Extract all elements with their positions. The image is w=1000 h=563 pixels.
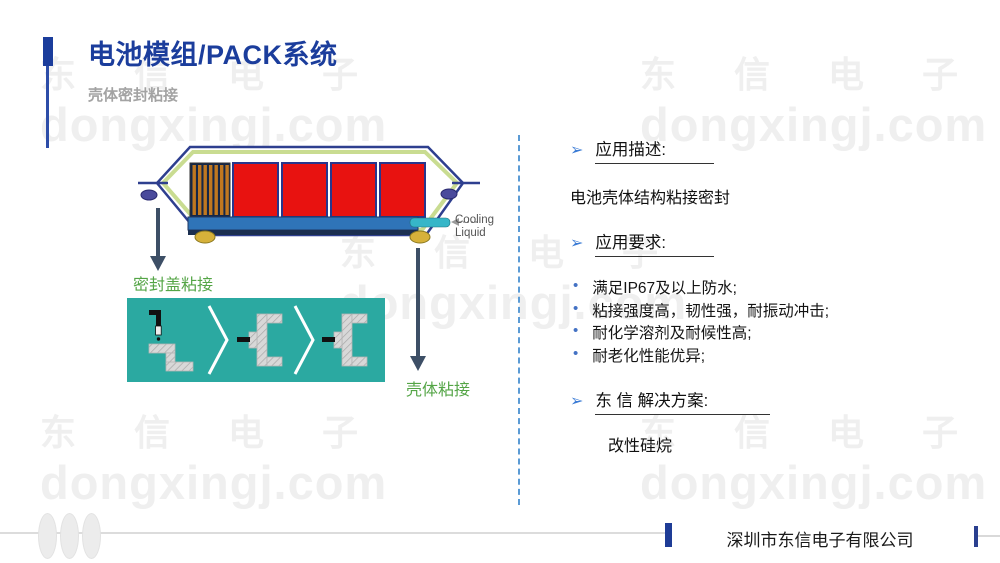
dot-bullet-icon: • — [573, 277, 579, 294]
adhesive-bead-1 — [237, 337, 250, 342]
footer-right-line — [978, 535, 1000, 537]
dot-bullet-icon: • — [573, 299, 579, 317]
cooling-pointer-arrow — [451, 218, 477, 226]
watermark-cn-text: 东信电子 — [640, 412, 1000, 453]
watermark-block: 东信电子 dongxingj.com — [40, 413, 416, 508]
chevron-right-icon — [207, 305, 229, 375]
watermark-block: 东信电子 dongxingj.com — [640, 55, 1000, 150]
cooling-liquid-line1: Cooling — [455, 214, 494, 226]
page-title: 电池模组/PACK系统 — [88, 40, 338, 70]
footer-oval-decoration — [82, 513, 101, 559]
requirements-list: • 满足IP67及以上防水; • 粘接强度高，韧性强，耐振动冲击; • 耐化学溶… — [573, 276, 829, 366]
adhesive-bead-2 — [322, 337, 335, 342]
coolant-pipe — [409, 217, 451, 228]
section-heading: 东 信 解决方案: — [595, 392, 771, 415]
section-heading: 应用要求: — [595, 234, 714, 257]
solution-text: 改性硅烷 — [608, 438, 673, 455]
watermark-domain-text: dongxingj.com — [640, 456, 988, 509]
title-accent-line — [46, 66, 49, 148]
requirement-text: 粘接强度高，韧性强，耐振动冲击; — [592, 302, 830, 320]
requirement-text: 满足IP67及以上防水; — [592, 280, 737, 297]
company-name: 深圳市东信电子有限公司 — [726, 531, 914, 550]
watermark-cn-text: 东信电子 — [40, 412, 417, 453]
title-accent-bar — [43, 37, 53, 66]
footer-right-accent-bar — [974, 526, 978, 547]
footer-divider-line — [0, 532, 668, 534]
bracket-profile-2 — [333, 313, 368, 367]
bonding-cross-section-panel — [127, 298, 385, 382]
arrow-bullet-icon: ➢ — [570, 142, 584, 159]
section-application-requirements: ➢ 应用要求: — [570, 234, 714, 257]
page-subtitle: 壳体密封粘接 — [88, 87, 179, 104]
footer-accent-bar — [665, 523, 672, 547]
list-item: • 粘接强度高，韧性强，耐振动冲击; — [573, 299, 829, 322]
down-arrow-left — [150, 208, 166, 271]
cooling-liquid-line2: Liquid — [455, 227, 486, 239]
list-item: • 耐老化性能优异; — [573, 344, 829, 367]
section-heading: 应用描述: — [595, 141, 714, 164]
seal-cover-bonding-label: 密封盖粘接 — [133, 277, 214, 294]
finned-cell-stack — [189, 162, 231, 218]
arrow-bullet-icon: ➢ — [570, 235, 584, 252]
list-item: • 耐化学溶剂及耐候性高; — [573, 321, 829, 344]
list-item: • 满足IP67及以上防水; — [573, 276, 829, 299]
application-description-text: 电池壳体结构粘接密封 — [570, 190, 731, 207]
cooling-liquid-label: Cooling Liquid — [455, 214, 494, 240]
cross-section-drawing — [148, 305, 368, 375]
cooling-plate — [187, 216, 451, 235]
bracket-profile-1 — [248, 313, 283, 367]
battery-pack-diagram — [138, 145, 480, 371]
section-application-description: ➢ 应用描述: — [570, 141, 714, 164]
footer-oval-decoration — [60, 513, 79, 559]
watermark-cn-text: 东信电子 — [640, 54, 1000, 95]
dot-bullet-icon: • — [573, 322, 579, 339]
down-arrow-right — [410, 248, 426, 371]
chevron-right-icon — [293, 305, 315, 375]
watermark-domain-text: dongxingj.com — [40, 456, 388, 509]
pack-feet — [194, 230, 431, 244]
step-profile — [148, 343, 194, 372]
requirement-text: 耐老化性能优异; — [592, 347, 706, 365]
requirement-text: 耐化学溶剂及耐候性高; — [592, 325, 752, 342]
arrow-bullet-icon: ➢ — [570, 393, 584, 410]
watermark-block: 东信电子 dongxingj.com — [640, 413, 1000, 508]
footer-oval-decoration — [38, 513, 57, 559]
shell-bonding-label: 壳体粘接 — [406, 382, 471, 399]
section-dongxin-solution: ➢ 东 信 解决方案: — [570, 392, 771, 415]
dot-bullet-icon: • — [573, 344, 579, 362]
dispense-nozzle-icon — [149, 310, 162, 341]
vertical-divider — [518, 135, 520, 505]
